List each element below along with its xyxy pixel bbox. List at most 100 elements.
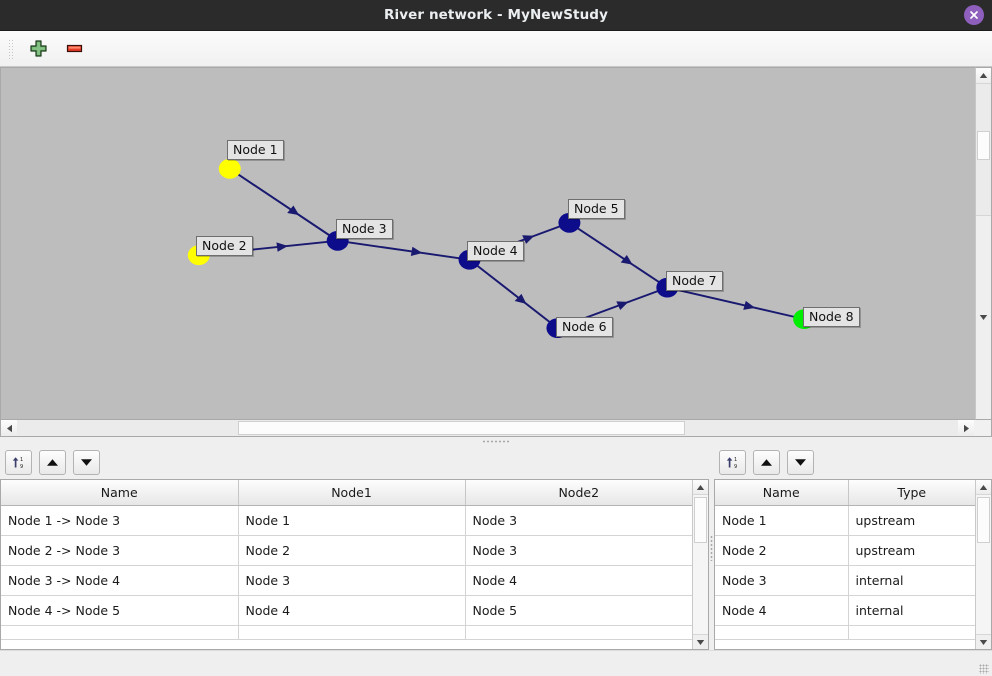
table-cell[interactable]: Node 1: [238, 505, 466, 536]
reaches-scroll-track[interactable]: [693, 495, 708, 634]
reaches-move-up-button[interactable]: [39, 450, 66, 475]
table-cell[interactable]: upstream: [848, 535, 975, 566]
table-cell[interactable]: Node 4: [238, 595, 466, 626]
table-cell[interactable]: Node 3: [465, 505, 692, 536]
table-cell[interactable]: Node 3: [465, 535, 692, 566]
bottom-panes: 1 9: [0, 446, 992, 650]
table-cell[interactable]: Node 2: [715, 535, 849, 566]
vertical-splitter[interactable]: [709, 446, 714, 650]
graph-horizontal-scrollbar[interactable]: [0, 420, 992, 437]
reaches-move-down-button[interactable]: [73, 450, 100, 475]
table-cell[interactable]: Node 3: [238, 565, 466, 596]
table-cell[interactable]: Node 1 -> Node 3: [1, 505, 239, 536]
graph-vscroll-thumb[interactable]: [977, 131, 990, 160]
column-header-type[interactable]: Type: [848, 480, 975, 506]
graph-edge[interactable]: [576, 227, 660, 284]
graph-hscroll-track[interactable]: [17, 420, 958, 436]
table-cell[interactable]: Node 1: [715, 505, 849, 536]
scroll-up-button[interactable]: [976, 68, 991, 84]
column-header-node1[interactable]: Node1: [238, 480, 466, 506]
column-header-name[interactable]: Name: [1, 480, 239, 506]
table-cell[interactable]: Node 2: [238, 535, 466, 566]
reaches-scroll-down-button[interactable]: [693, 634, 708, 649]
table-cell[interactable]: Node 2 -> Node 3: [1, 535, 239, 566]
graph-edge[interactable]: [347, 241, 460, 260]
nodes-scroll-track[interactable]: [976, 495, 991, 634]
table-cell-empty[interactable]: [1, 625, 239, 640]
column-header-name[interactable]: Name: [715, 480, 849, 506]
reaches-scroll-up-button[interactable]: [693, 480, 708, 495]
graph-edge[interactable]: [237, 173, 331, 237]
scroll-down-button[interactable]: [976, 215, 991, 419]
reaches-table-row-empty[interactable]: [1, 625, 692, 640]
nodes-scroll-down-button[interactable]: [976, 634, 991, 649]
table-cell[interactable]: internal: [848, 565, 975, 596]
node-label-node-2[interactable]: Node 2: [196, 236, 253, 257]
graph-edge[interactable]: [476, 264, 551, 323]
graph-node[interactable]: [218, 158, 241, 179]
delete-node-button[interactable]: [61, 36, 87, 62]
graph-canvas-area: Node 1 Node 2 Node 3 Node 4 Node 5 Node 6 Node…: [0, 67, 992, 420]
horizontal-splitter[interactable]: [0, 437, 992, 446]
table-cell-empty[interactable]: [465, 625, 692, 640]
node-label-node-4[interactable]: Node 4: [467, 241, 524, 262]
table-cell[interactable]: Node 4 -> Node 5: [1, 595, 239, 626]
window-resize-grip[interactable]: [979, 664, 989, 674]
table-cell-empty[interactable]: [848, 625, 975, 640]
node-label-node-6[interactable]: Node 6: [556, 317, 613, 338]
scroll-left-button[interactable]: [1, 420, 17, 436]
nodes-table-scrollbar[interactable]: [975, 480, 991, 649]
minus-icon: [66, 44, 82, 53]
node-label-node-7[interactable]: Node 7: [666, 271, 723, 292]
table-cell-empty[interactable]: [238, 625, 466, 640]
close-button[interactable]: [964, 5, 984, 25]
node-label-node-8[interactable]: Node 8: [803, 307, 860, 328]
add-node-button[interactable]: [25, 36, 51, 62]
table-cell[interactable]: upstream: [848, 505, 975, 536]
nodes-move-up-button[interactable]: [753, 450, 780, 475]
nodes-sort-button[interactable]: 1 9: [719, 450, 746, 475]
node-label-node-1[interactable]: Node 1: [227, 140, 284, 161]
table-cell[interactable]: Node 3: [715, 565, 849, 596]
graph-vscroll-track[interactable]: [976, 84, 991, 215]
column-header-node2[interactable]: Node2: [465, 480, 692, 506]
reaches-sort-button[interactable]: 1 9: [5, 450, 32, 475]
nodes-scroll-up-button[interactable]: [976, 480, 991, 495]
triangle-right-icon: [963, 424, 969, 432]
svg-text:9: 9: [734, 464, 737, 470]
node-label-node-3[interactable]: Node 3: [336, 219, 393, 240]
graph-hscroll-thumb[interactable]: [238, 421, 686, 435]
node-label-node-5[interactable]: Node 5: [568, 199, 625, 220]
toolbar-grip[interactable]: [8, 38, 13, 59]
nodes-table-row-empty[interactable]: [715, 625, 975, 640]
table-cell-empty[interactable]: [715, 625, 849, 640]
edge-arrow-icon: [743, 300, 756, 310]
edge-arrow-icon: [514, 293, 527, 304]
reaches-scroll-thumb[interactable]: [694, 497, 707, 543]
scroll-right-button[interactable]: [958, 420, 974, 436]
table-cell[interactable]: Node 3 -> Node 4: [1, 565, 239, 596]
graph-vertical-scrollbar[interactable]: [975, 67, 992, 420]
reaches-table-scrollbar[interactable]: [692, 480, 708, 649]
edge-arrow-icon: [620, 254, 633, 265]
table-cell[interactable]: Node 5: [465, 595, 692, 626]
graph-canvas[interactable]: Node 1 Node 2 Node 3 Node 4 Node 5 Node 6 Node…: [0, 67, 975, 420]
nodes-scroll-thumb[interactable]: [977, 497, 990, 543]
table-cell[interactable]: internal: [848, 595, 975, 626]
table-cell[interactable]: Node 4: [715, 595, 849, 626]
nodes-move-down-button[interactable]: [787, 450, 814, 475]
table-cell[interactable]: Node 4: [465, 565, 692, 596]
graph-edge[interactable]: [676, 288, 795, 318]
